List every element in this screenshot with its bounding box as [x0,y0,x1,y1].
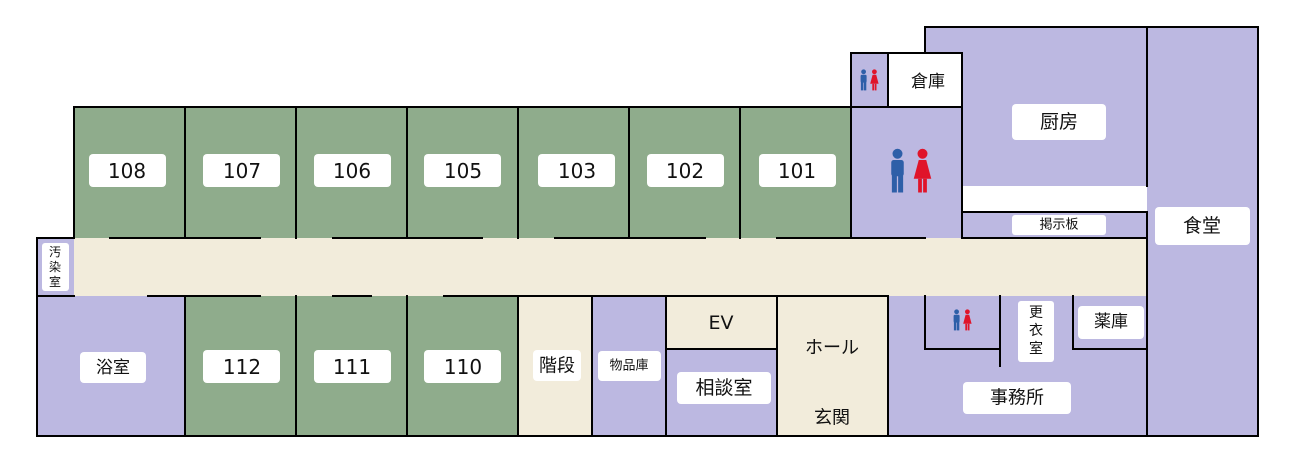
pharmacy-label: 薬庫 [1094,312,1128,332]
elevator-label: EV [708,312,733,334]
large-restroom[interactable] [851,107,962,238]
room-label-112: 112 [223,355,261,379]
corridor [74,238,1147,296]
room-label-108: 108 [108,159,146,183]
walls [36,26,1259,437]
storage-label: 倉庫 [911,72,945,92]
label-boxes [42,67,1250,414]
changing-label-2: 衣 [1029,323,1043,339]
room-label-105: 105 [444,159,482,183]
room-label-102: 102 [666,159,704,183]
sluice-label-3: 室 [49,274,61,289]
room-label-101: 101 [778,159,816,183]
office-label: 事務所 [990,388,1044,409]
small-restroom[interactable] [851,53,888,107]
sluice-label-2: 染 [49,259,61,274]
room-labels: 108 107 106 105 103 102 101 112 111 110 [108,159,816,379]
consultation-label: 相談室 [695,377,752,399]
hall-label: ホール [805,338,859,359]
room-label-110: 110 [444,355,482,379]
hall-area[interactable] [777,296,888,436]
supplies-label: 物品庫 [609,359,648,374]
facility-labels: 倉庫 厨房 食堂 掲示板 汚 染 室 浴室 階段 物品庫 EV 相談室 ホール … [49,72,1221,429]
kitchen-label: 厨房 [1040,111,1078,133]
sluice-label-1: 汚 [49,245,61,259]
dining-label: 食堂 [1183,215,1221,237]
bulletin-label: 掲示板 [1039,217,1078,233]
room-label-111: 111 [333,355,371,379]
room-label-106: 106 [333,159,371,183]
changing-label-1: 更 [1029,305,1043,321]
elevator-area[interactable] [666,296,777,349]
room-label-103: 103 [558,159,596,183]
room-label-107: 107 [223,159,261,183]
changing-label-3: 室 [1029,340,1043,357]
stairs-label: 階段 [539,356,575,377]
bath-label: 浴室 [96,358,130,378]
entrance-label: 玄関 [814,408,850,429]
